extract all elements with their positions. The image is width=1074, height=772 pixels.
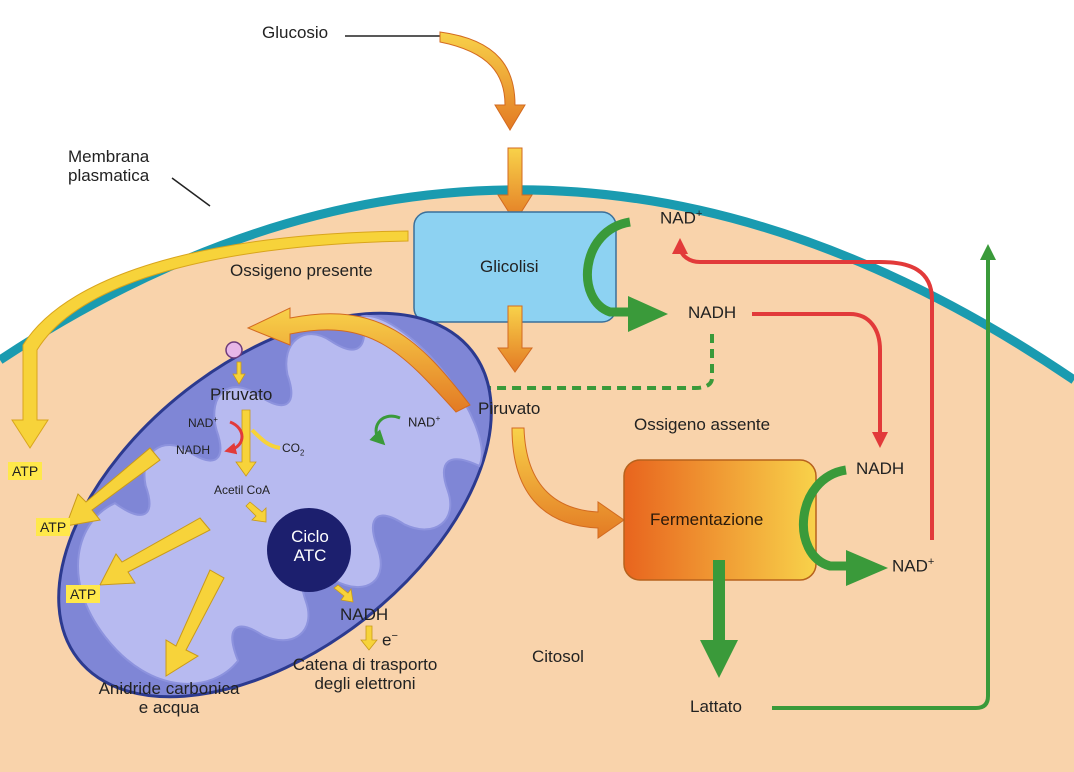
nad-text: NAD xyxy=(660,208,696,228)
membrane-pointer xyxy=(171,177,211,207)
etc-label-line2: degli elettroni xyxy=(314,673,416,693)
etc-label-line1: Catena di trasporto xyxy=(292,655,438,674)
e-sup: − xyxy=(391,630,398,642)
oxygen-absent-label: Ossigeno assente xyxy=(634,415,771,434)
mito-arrow-3 xyxy=(245,501,267,523)
nad-plus: + xyxy=(435,413,441,423)
co2-label: CO2 xyxy=(282,441,305,458)
atp-badge-glycolysis: ATP xyxy=(8,462,43,480)
nad-plus: + xyxy=(695,208,703,220)
fermentation-nad-cycle xyxy=(798,465,858,571)
mito-arrow-4 xyxy=(333,584,354,603)
mito-nad-label: NAD+ xyxy=(188,415,218,430)
glycolysis-pyruvate-arrow xyxy=(497,305,533,373)
co2-water-arrow xyxy=(165,569,225,677)
nad-plus: + xyxy=(927,556,935,568)
glycolysis-nad-cycle-head xyxy=(628,296,668,332)
red-loop-arrow xyxy=(672,238,934,540)
glycolysis-label: Glicolisi xyxy=(480,257,539,276)
mito-nad-curl xyxy=(369,414,401,446)
lactate-export-arrow xyxy=(772,244,996,710)
atc-label: Ciclo ATC xyxy=(282,527,338,565)
nad-text: NAD xyxy=(892,556,928,576)
mito-arrow-1 xyxy=(232,361,246,385)
nad-plus: + xyxy=(213,415,218,424)
mito-nad-plus-label: NAD+ xyxy=(408,413,441,430)
fermentation-nad-label: NAD+ xyxy=(892,556,934,576)
pyruvate-cytosol-label: Piruvato xyxy=(478,399,541,418)
acetyl-coa-label: Acetil CoA xyxy=(214,483,271,497)
fermentation-lactate-arrow xyxy=(700,560,738,678)
glycolysis-atp-arrow xyxy=(11,230,409,449)
glycolysis-nad-label: NAD+ xyxy=(660,208,702,228)
glucose-label: Glucosio xyxy=(262,23,329,42)
atc-circle xyxy=(267,508,351,592)
fermentation-label: Fermentazione xyxy=(650,510,764,529)
pyruvate-mito-label: Piruvato xyxy=(210,385,273,404)
membrane-label-line2: plasmatica xyxy=(68,165,150,185)
fermentation-nad-cycle-head xyxy=(846,550,888,586)
atp-badge-mito-1: ATP xyxy=(36,518,71,536)
mito-nad-red xyxy=(224,420,244,455)
co-text: CO xyxy=(282,441,300,455)
atc-label-line2: ATC xyxy=(293,545,327,565)
oxygen-present-label: Ossigeno presente xyxy=(230,261,373,280)
co-sub: 2 xyxy=(300,448,305,458)
lactate-label: Lattato xyxy=(690,697,742,716)
co2-branch xyxy=(250,428,281,450)
membrane-cross-arrow xyxy=(497,147,533,223)
co2-water-label: Anidride carbonica e acqua xyxy=(76,679,262,717)
glycolysis-nadh-label: NADH xyxy=(688,303,737,322)
etc-label: Catena di trasporto degli elettroni xyxy=(272,655,458,693)
glucose-arrow xyxy=(439,31,526,131)
e-text: e xyxy=(382,630,392,650)
membrane-label: Membrana plasmatica xyxy=(68,147,150,185)
pyruvate-to-mito-arrow xyxy=(246,307,471,413)
nad-text: NAD xyxy=(408,414,436,430)
glycolysis-nad-cycle xyxy=(583,217,640,317)
cytosol-label: Citosol xyxy=(532,647,584,666)
membrane-label-line1: Membrana xyxy=(68,147,150,166)
atp-badge-mito-2: ATP xyxy=(66,585,101,603)
atp-arrow-2 xyxy=(99,517,211,586)
co2-water-line1: Anidride carbonica xyxy=(98,679,240,698)
co2-water-line2: e acqua xyxy=(138,697,200,717)
mitochondrion xyxy=(57,311,493,699)
nad-text: NAD xyxy=(188,416,214,430)
atc-label-line1: Ciclo xyxy=(291,527,329,546)
mito-arrow-5 xyxy=(360,625,378,651)
transporter-circle xyxy=(225,341,243,359)
mito-nadh-label: NADH xyxy=(176,443,211,457)
fermentation-nadh-label: NADH xyxy=(856,459,905,478)
electron-label: e− xyxy=(382,630,398,650)
atp-arrow-1 xyxy=(65,447,161,527)
mito-arrow-2 xyxy=(235,409,257,477)
mito-nadh-2-label: NADH xyxy=(340,605,389,624)
red-nadh-arrow xyxy=(752,312,888,448)
